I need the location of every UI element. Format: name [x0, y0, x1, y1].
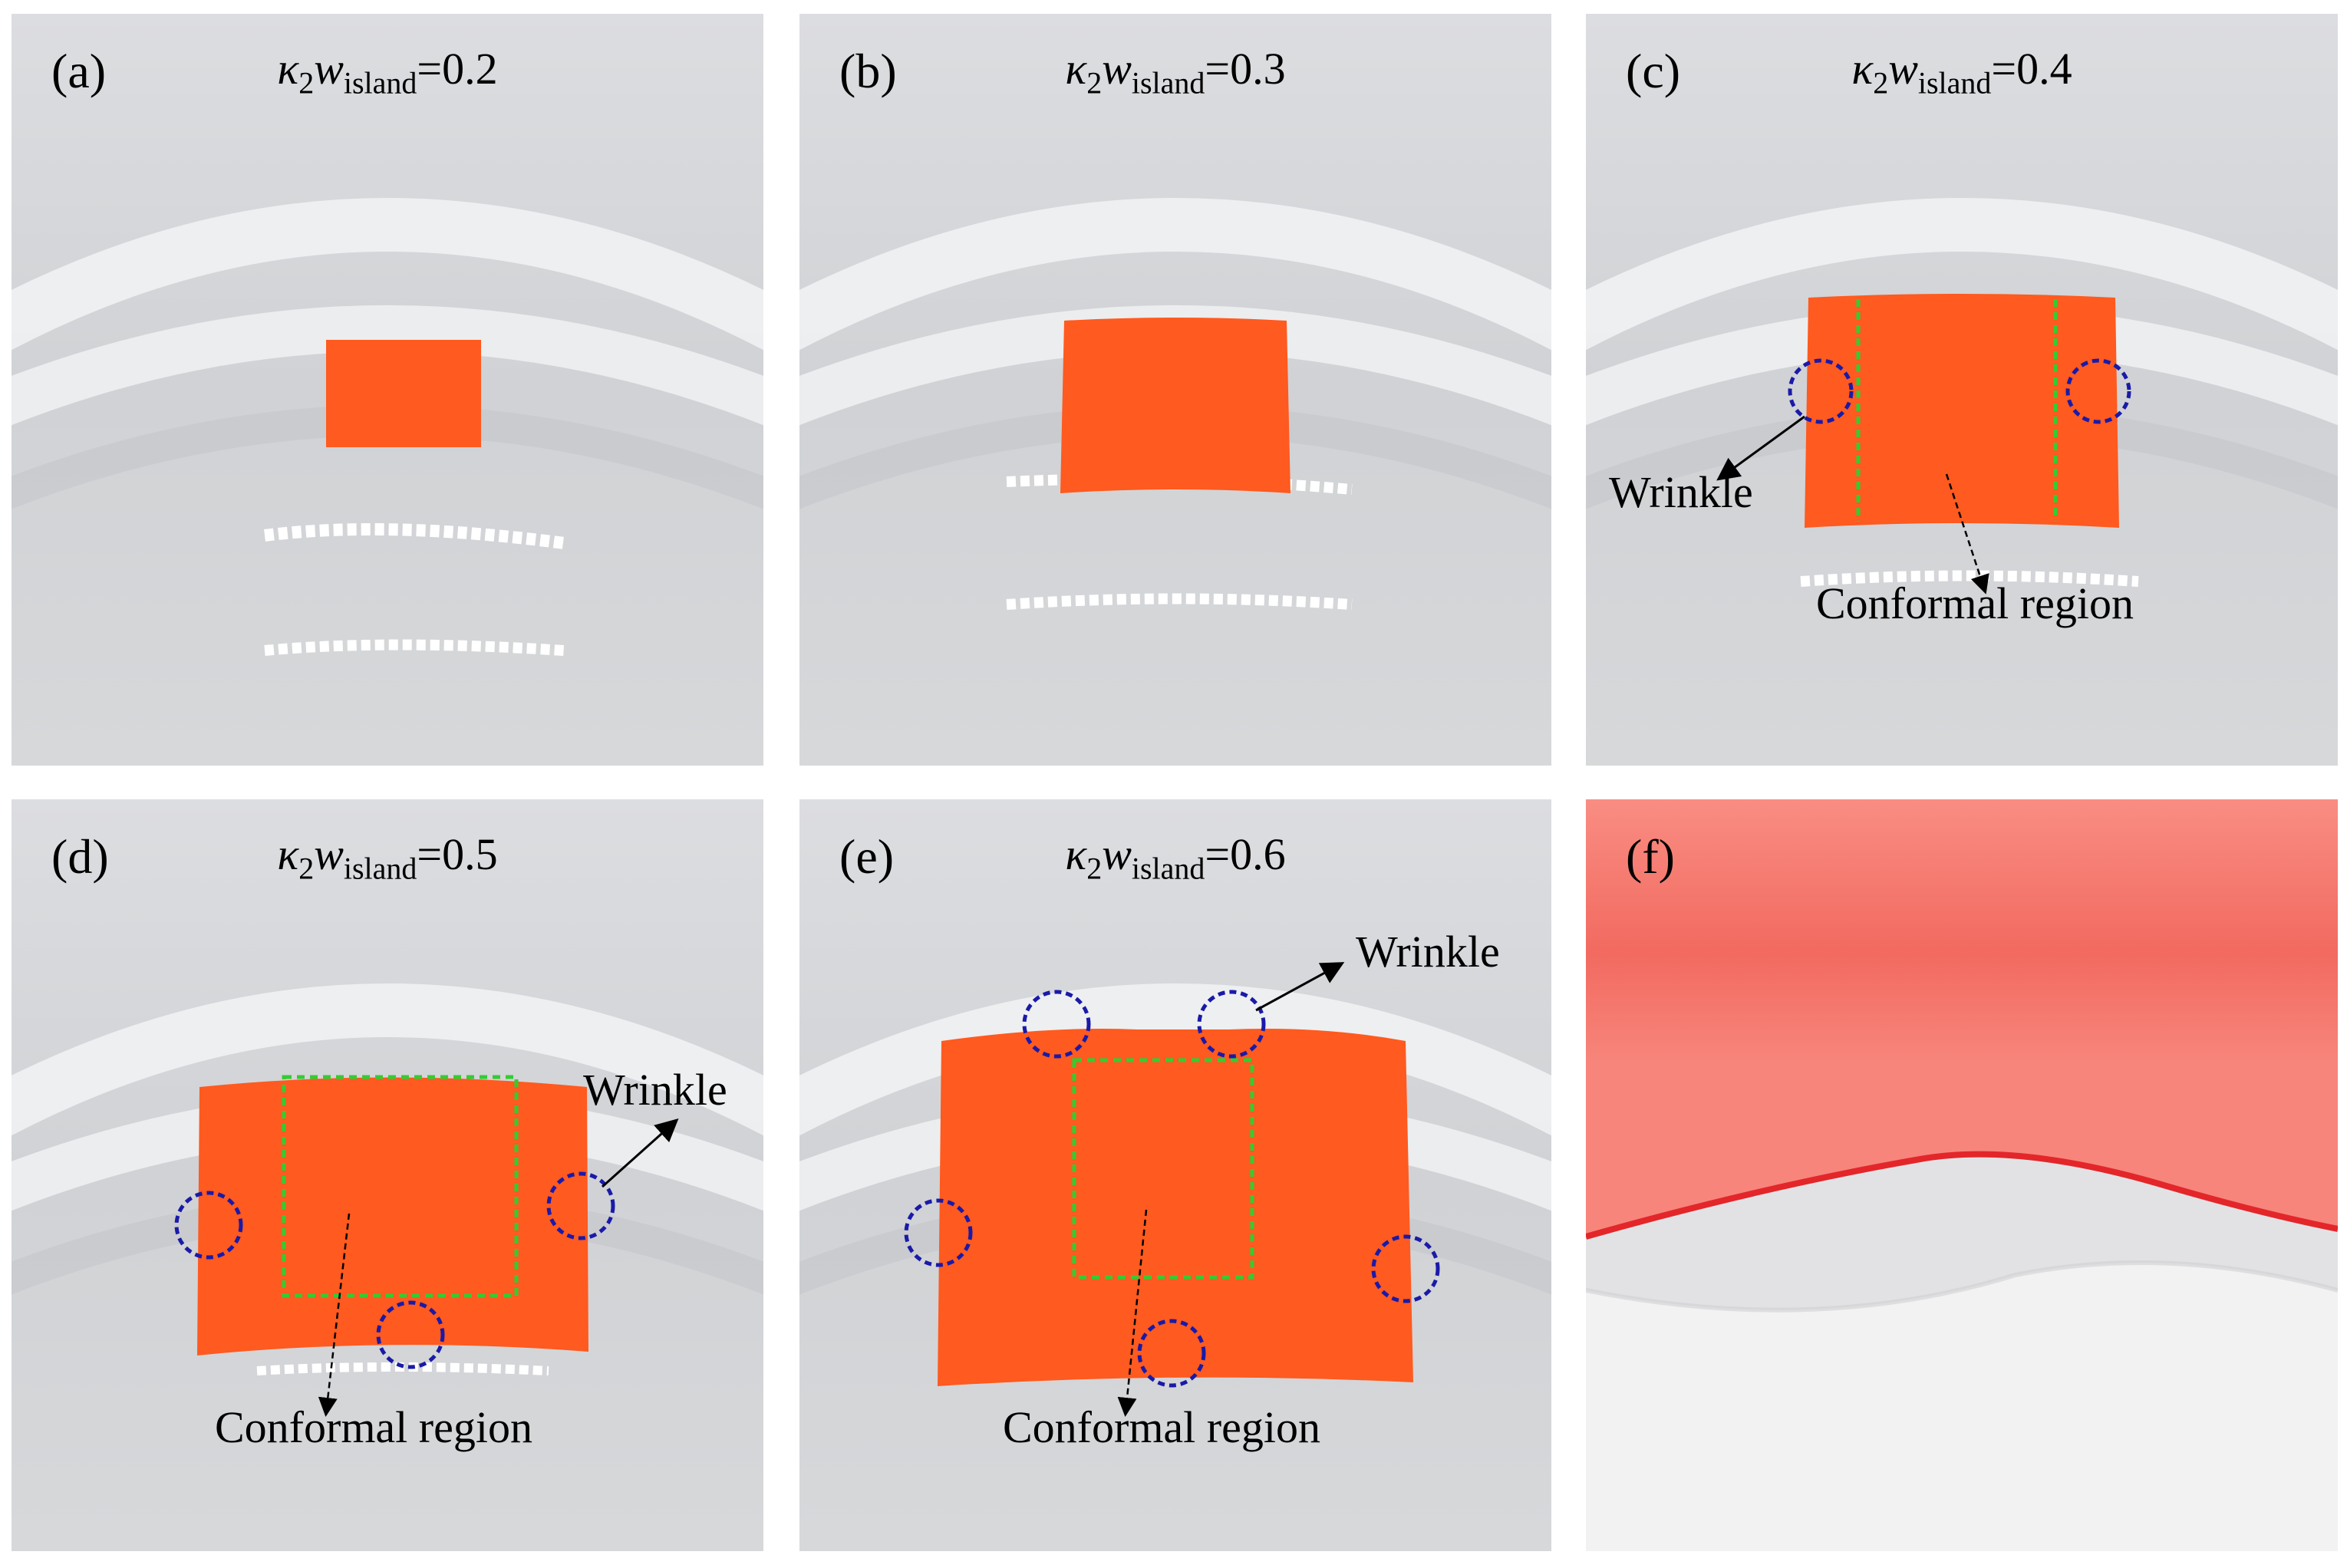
equation-label: κ2wisland=0.4: [1851, 44, 2072, 100]
wrinkle-annotation: Wrinkle: [583, 1065, 727, 1115]
conformal-boundary: [282, 1075, 519, 1298]
conformal-annotation: Conformal region: [1003, 1402, 1320, 1452]
panel-d: (d) κ2wisland=0.5 Wrinkle Conformal regi…: [12, 799, 763, 1551]
panel-c: (c) κ2wisland=0.4 Wrinkle Conformal regi…: [1586, 14, 2338, 766]
wrinkle-circle: [546, 1171, 615, 1240]
island: [938, 1029, 1413, 1386]
wrinkle-circle: [904, 1198, 973, 1267]
panel-label: (c): [1626, 44, 1681, 98]
wrinkle-circle: [1137, 1319, 1206, 1388]
panel-label: (d): [51, 829, 109, 884]
panel-label: (e): [839, 829, 895, 884]
conformal-annotation: Conformal region: [215, 1402, 532, 1452]
wrinkle-circle: [376, 1300, 445, 1369]
wrinkle-circle: [2065, 358, 2131, 424]
wrinkle-circle: [1371, 1234, 1440, 1303]
panel-b-photo: [799, 14, 1551, 766]
equation-label: κ2wisland=0.6: [1065, 829, 1286, 886]
panel-label: (b): [839, 44, 897, 98]
wrinkle-circle: [1788, 358, 1854, 424]
wrinkle-circle: [1022, 990, 1091, 1059]
equation-label: κ2wisland=0.2: [277, 44, 498, 100]
panel-c-photo: [1586, 14, 2338, 766]
conformal-annotation: Conformal region: [1816, 578, 2134, 628]
island: [1805, 294, 2119, 528]
equation-label: κ2wisland=0.3: [1065, 44, 1286, 100]
conformal-boundary: [1072, 1058, 1254, 1280]
panel-e: (e) κ2wisland=0.6 Wrinkle Conformal regi…: [799, 799, 1551, 1551]
island: [326, 340, 481, 447]
wrinkle-circle: [1197, 990, 1266, 1059]
panel-b: (b) κ2wisland=0.3: [799, 14, 1551, 766]
wrinkle-annotation: Wrinkle: [1356, 927, 1500, 977]
panel-a: (a) κ2wisland=0.2: [12, 14, 763, 766]
island: [197, 1077, 588, 1356]
panel-d-photo: [12, 799, 763, 1551]
panel-f: (f): [1586, 799, 2338, 1551]
island: [1060, 318, 1291, 493]
equation-label: κ2wisland=0.5: [277, 829, 498, 886]
panel-label: (f): [1626, 829, 1675, 884]
wrinkle-annotation: Wrinkle: [1609, 467, 1753, 517]
panel-e-photo: [799, 799, 1551, 1551]
panel-label: (a): [51, 44, 107, 98]
panel-f-photo: [1586, 799, 2338, 1551]
wrinkle-circle: [174, 1191, 243, 1260]
panel-a-photo: [12, 14, 763, 766]
